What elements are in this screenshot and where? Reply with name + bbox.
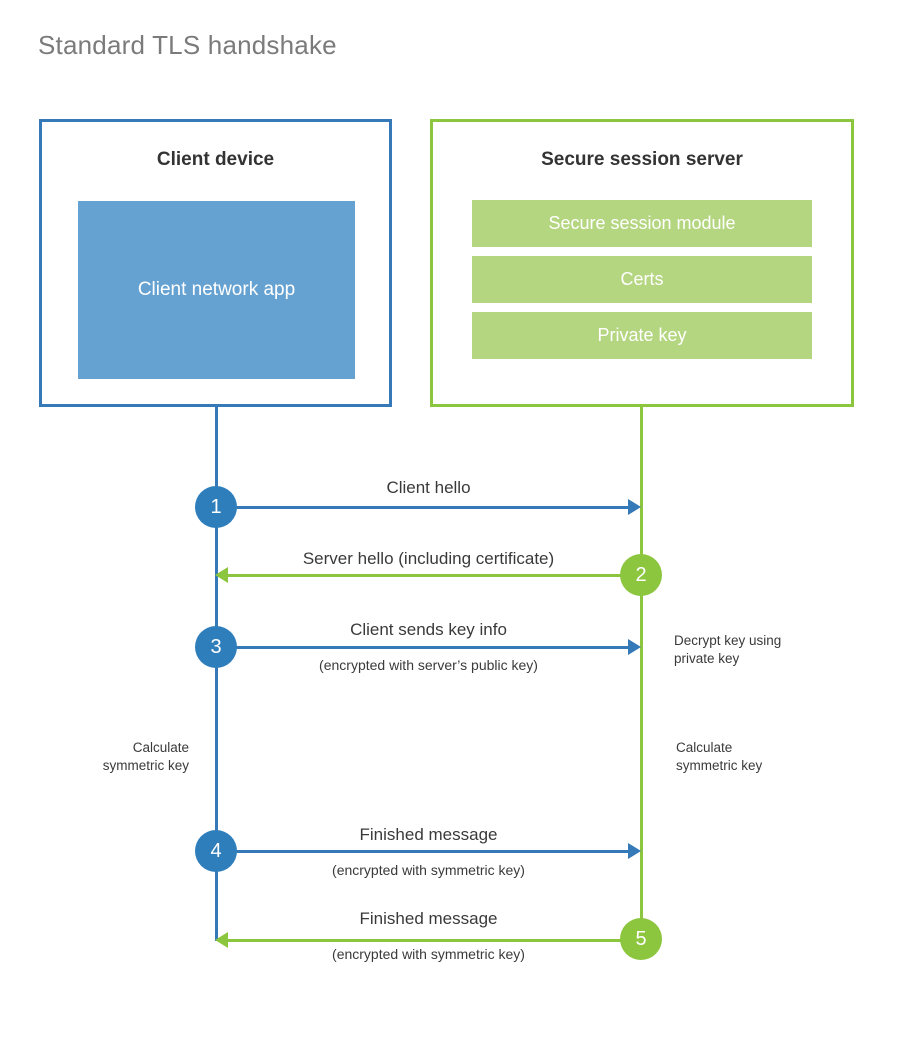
- server-calculate-symmetric-key-note: Calculate symmetric key: [676, 739, 856, 775]
- step-1-label: Client hello: [386, 478, 471, 497]
- client-network-app-block: Client network app: [78, 201, 355, 379]
- server-decrypt-note-line-1: Decrypt key using: [674, 633, 782, 648]
- server-lifeline: [640, 406, 643, 941]
- step-3-circle: 3: [195, 626, 237, 668]
- server-component-secure-session-module: Secure session module: [472, 200, 812, 247]
- client-lifeline: [215, 406, 218, 941]
- server-decrypt-note-line-2: private key: [674, 651, 740, 667]
- server-component-private-key: Private key: [472, 312, 812, 359]
- step-5-arrow-head: [215, 932, 228, 948]
- step-3-arrow-head: [628, 639, 641, 655]
- step-4-circle: 4: [195, 830, 237, 872]
- step-4-arrow-head: [628, 843, 641, 859]
- client-device-box: Client device Client network app: [39, 119, 392, 407]
- step-3-sub-label: (encrypted with server’s public key): [319, 657, 538, 673]
- secure-session-server-box: Secure session server Secure session mod…: [430, 119, 854, 407]
- client-device-title: Client device: [156, 149, 275, 170]
- step-5-sub-label: (encrypted with symmetric key): [332, 946, 525, 962]
- step-4-sub-label: (encrypted with symmetric key): [332, 862, 525, 878]
- page-title: Standard TLS handshake: [38, 30, 337, 60]
- server-calculate-note-line-2: symmetric key: [676, 758, 763, 774]
- step-1-arrow-head: [628, 499, 641, 515]
- secure-session-server-title: Secure session server: [541, 149, 743, 170]
- step-1-circle: 1: [195, 486, 237, 528]
- client-calculate-note-line-2: symmetric key: [102, 758, 189, 774]
- step-5-circle: 5: [620, 918, 662, 960]
- server-calculate-note-line-1: Calculate: [676, 740, 733, 755]
- step-2-arrow-line: [228, 574, 640, 577]
- client-calculate-note-line-1: Calculate: [132, 740, 189, 755]
- step-2-circle: 2: [620, 554, 662, 596]
- step-3-arrow-line: [216, 646, 628, 649]
- server-component-list: Secure session module Certs Private key: [472, 200, 812, 368]
- step-1-arrow-line: [216, 506, 628, 509]
- step-2-arrow-head: [215, 567, 228, 583]
- step-3-label: Client sends key info: [350, 620, 507, 639]
- step-4-arrow-line: [216, 850, 628, 853]
- client-calculate-symmetric-key-note: Calculate symmetric key: [24, 739, 189, 775]
- server-component-certs: Certs: [472, 256, 812, 303]
- step-5-arrow-line: [228, 939, 640, 942]
- step-4-label: Finished message: [359, 825, 498, 844]
- step-5-label: Finished message: [359, 909, 498, 928]
- server-decrypt-note: Decrypt key using private key: [674, 632, 854, 668]
- step-2-label: Server hello (including certificate): [302, 549, 555, 568]
